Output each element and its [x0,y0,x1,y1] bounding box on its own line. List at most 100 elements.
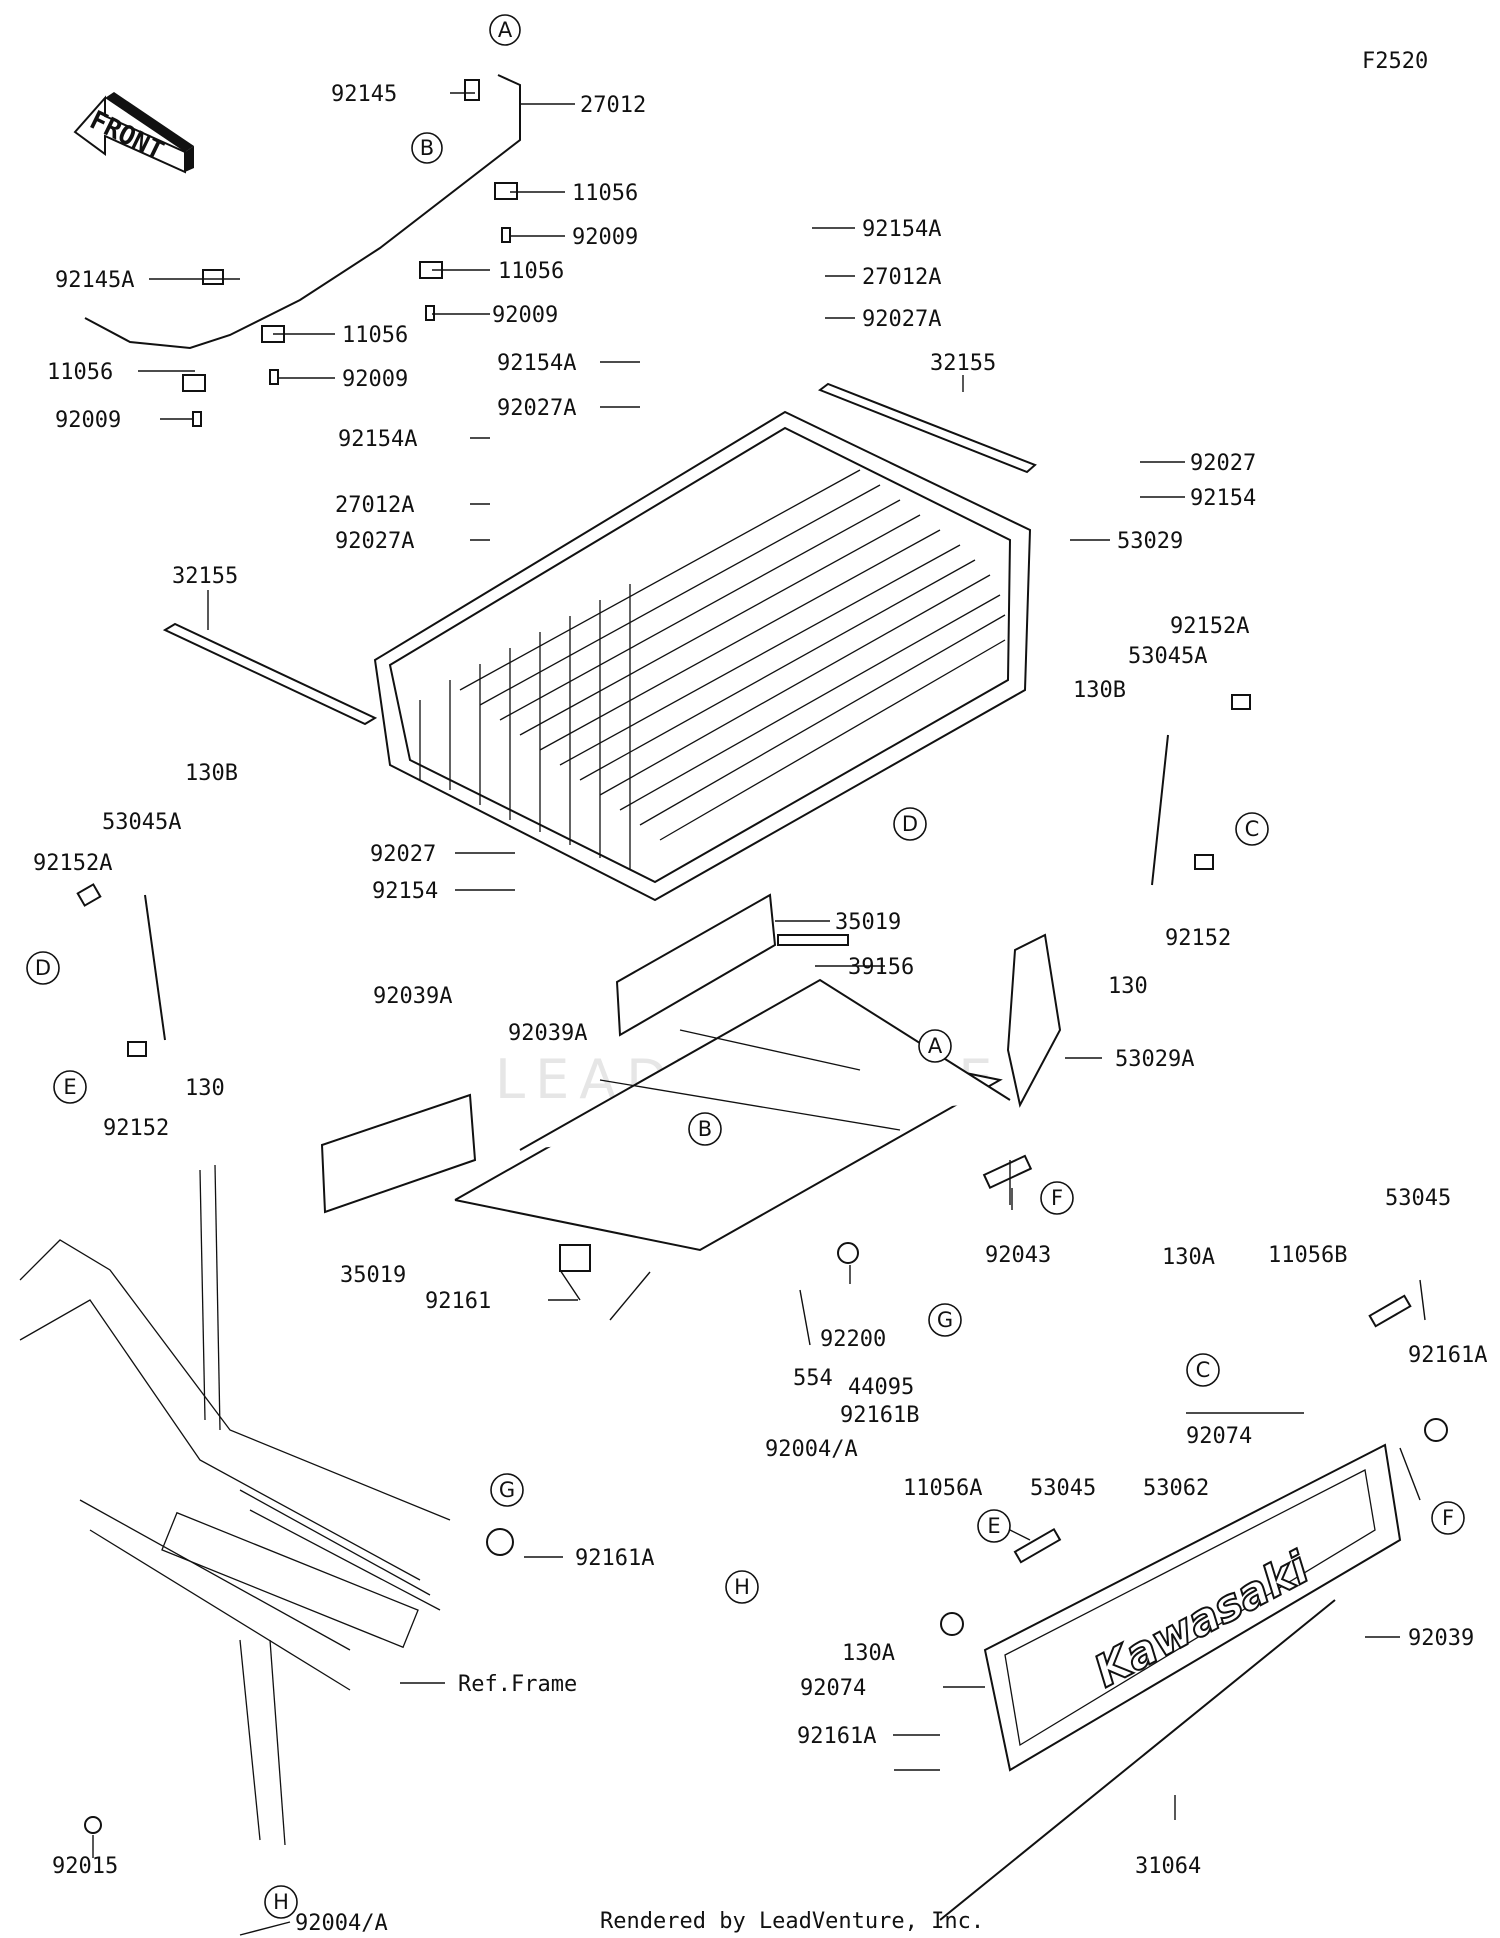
front-arrow-icon: FRONT [73,92,194,174]
cable-53045A-left [144,894,166,1041]
part-label: 92161A [797,1724,876,1749]
part-label: 53062 [1143,1476,1209,1501]
part-label: 11056 [47,360,113,385]
part-label: 554 [793,1366,833,1391]
part-label: 35019 [340,1263,406,1288]
callout-F-frame: F [1040,1181,1074,1215]
part-label: 92161A [575,1546,654,1571]
latch-53045-lower [1013,1527,1062,1564]
footer-credit: Rendered by LeadVenture, Inc. [600,1909,984,1934]
plate-39156 [777,934,849,946]
rod-31064 [939,1599,1336,1921]
part-label: 92152A [33,851,112,876]
part-label: 35019 [835,910,901,935]
svg-text:E: E [987,1514,1000,1538]
callout-D-bed: D [893,807,927,841]
washer-92200 [837,1242,859,1264]
part-label: 130 [1108,974,1148,999]
svg-text:D: D [35,956,51,980]
svg-text:A: A [928,1034,943,1058]
part-label: 27012A [862,265,941,290]
part-label: 130A [842,1641,895,1666]
part-label: 92027A [335,529,414,554]
callout-F-tailgate: F [1431,1501,1465,1535]
part-label: 11056A [903,1476,982,1501]
callout-G-frame: G [928,1303,962,1337]
part-label: 44095 [848,1375,914,1400]
svg-text:C: C [1245,817,1260,841]
spring-92145 [464,79,480,101]
part-label: 32155 [172,564,238,589]
part-label: 92027A [497,396,576,421]
leader-lines [92,92,1426,1936]
svg-text:F: F [1051,1186,1063,1210]
part-label: 92152 [1165,926,1231,951]
part-label: 27012 [580,93,646,118]
svg-text:C: C [1196,1358,1211,1382]
part-label: 92161B [840,1403,919,1428]
part-label: 92074 [1186,1424,1252,1449]
part-label: 92004/A [295,1911,388,1936]
pin-92043 [982,1154,1033,1189]
shield-35019-upper [615,893,777,1037]
part-label: 92027 [1190,451,1256,476]
part-label: 53045A [102,810,181,835]
svg-text:G: G [937,1308,953,1332]
bumper-92161A-frame [486,1528,514,1556]
shield-35019-lower [320,1093,477,1214]
callout-H-lower: H [264,1885,298,1919]
part-label: 92004/A [765,1437,858,1462]
reference-frame [19,1164,514,1846]
part-label: 92009 [492,303,558,328]
diagram-code: F2520 [1362,49,1428,74]
callout-E-tailgate: E [977,1509,1011,1543]
cargo-bed [373,410,1032,902]
part-label: 92015 [52,1854,118,1879]
clip-set [182,182,518,427]
svg-text:A: A [498,18,513,42]
part-label: 92043 [985,1243,1051,1268]
collar-92152A-left [76,883,102,907]
part-label: 92009 [572,225,638,250]
part-label: 92154A [497,351,576,376]
part-label: 92039A [508,1021,587,1046]
part-label: 92009 [342,367,408,392]
part-label: 92009 [55,408,121,433]
svg-text:D: D [902,812,918,836]
svg-text:B: B [420,136,434,160]
part-label: 92161A [1408,1343,1487,1368]
svg-text:F: F [1442,1506,1454,1530]
lock-rod-27012 [84,74,521,350]
front-arrow-label: FRONT [85,105,169,166]
part-label: 92152 [103,1116,169,1141]
part-label: Ref.Frame [458,1672,577,1697]
bumper-92161A-upper [1424,1418,1448,1442]
svg-text:H: H [734,1575,750,1599]
callout-B-frame: B [688,1112,722,1146]
callout-H-middle: H [725,1570,759,1604]
part-label: 11056B [1268,1243,1347,1268]
part-label: 92074 [800,1676,866,1701]
part-label: 92145 [331,82,397,107]
nut-92015 [84,1816,102,1834]
part-labels: 92145 27012 11056 92009 11056 92145A 920… [33,82,1487,1936]
part-label: 92154A [862,217,941,242]
part-label: 92039 [1408,1626,1474,1651]
callout-D-left: D [26,951,60,985]
part-label: 53029A [1115,1047,1194,1072]
trim-53029A [1006,933,1062,1108]
part-label: 130 [185,1076,225,1101]
part-label: 92152A [1170,614,1249,639]
part-label: 27012A [335,493,414,518]
rail-32155-left [162,622,378,726]
part-label: 53045 [1385,1186,1451,1211]
part-label: 53045A [1128,644,1207,669]
part-label: 130B [185,761,238,786]
part-label: 130B [1073,678,1126,703]
part-label: 92154 [372,879,438,904]
rail-32155-right [817,382,1037,474]
part-label: 53045 [1030,1476,1096,1501]
svg-text:G: G [499,1478,515,1502]
callout-G-refframe: G [490,1473,524,1507]
